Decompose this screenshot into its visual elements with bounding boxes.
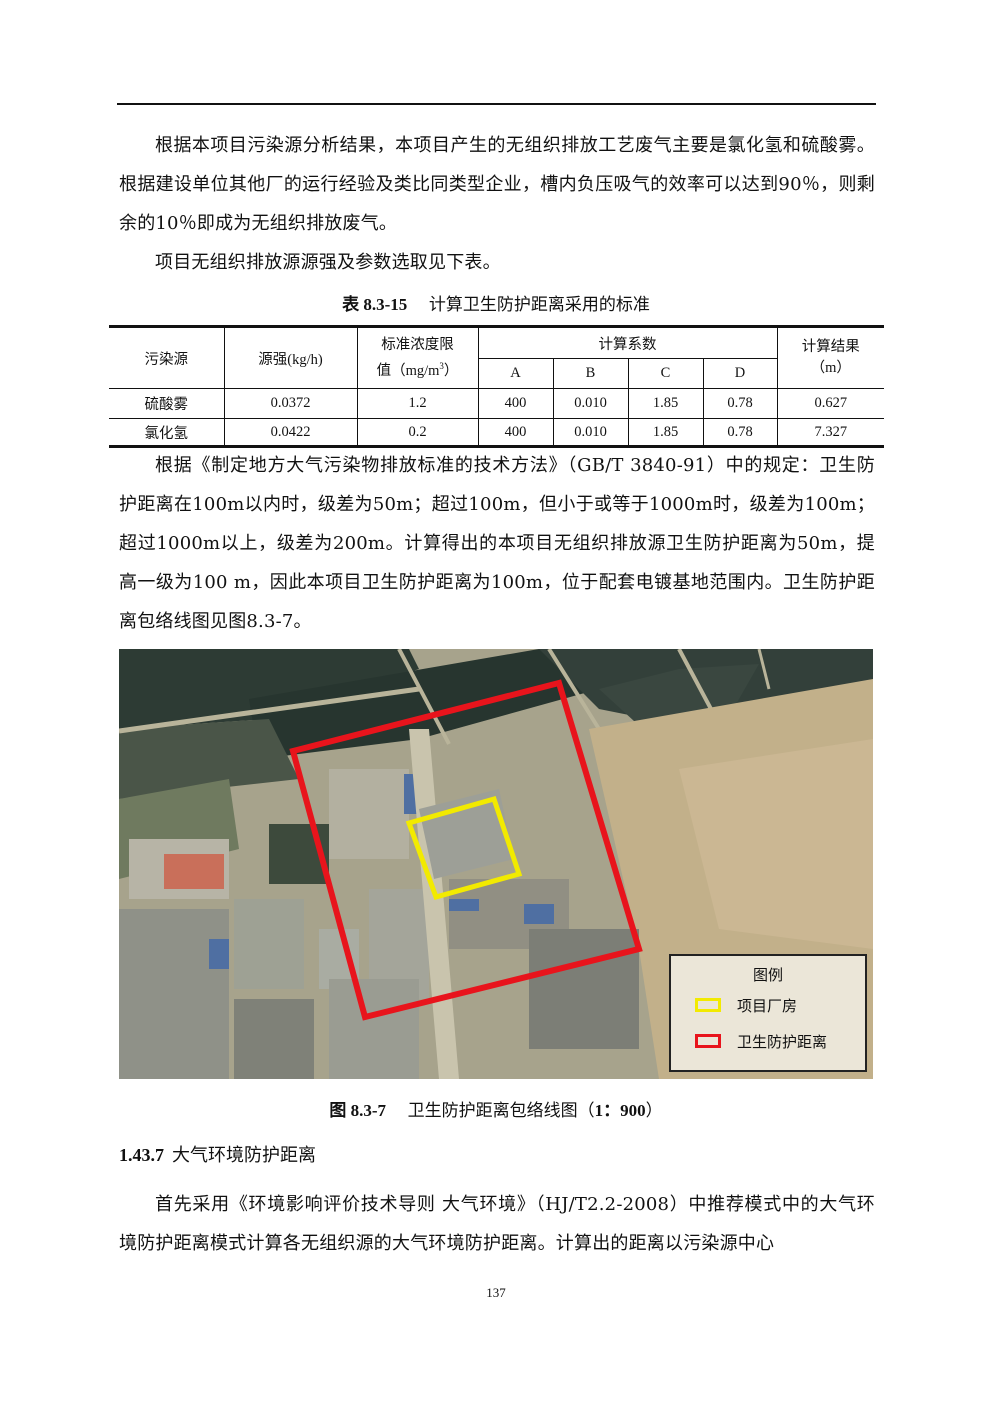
section-title: 大气环境防护距离 <box>172 1145 316 1166</box>
header-coef-d: D <box>702 358 777 389</box>
table-row: 氯化氢 0.0422 0.2 400 0.010 1.85 0.78 7.327 <box>109 418 884 447</box>
legend-swatch-yellow <box>695 998 721 1012</box>
paragraph-atmospheric-method: 首先采用《环境影响评价技术导则 大气环境》（HJ/T2.2-2008）中推荐模式… <box>119 1194 875 1254</box>
legend-item-protection: 卫生防护距离 <box>695 1030 827 1052</box>
cell-d: 0.78 <box>702 388 778 419</box>
header-coef-b: B <box>552 358 629 389</box>
paragraph-table-intro: 项目无组织排放源源强及参数选取见下表。 <box>155 252 501 273</box>
section-heading: 1.43.7 大气环境防护距离 <box>119 1141 316 1167</box>
header-limit-line1: 标准浓度限 <box>381 336 454 353</box>
cell-limit: 1.2 <box>356 388 479 419</box>
header-result: 计算结果 （m） <box>776 326 884 389</box>
cell-source: 硫酸雾 <box>109 388 225 419</box>
figure-caption: 图 8.3-7 卫生防护距离包络线图（1：900） <box>0 1096 992 1121</box>
header-limit-sup: 3 <box>439 360 444 371</box>
table-caption-number: 表 8.3-15 <box>342 295 408 314</box>
page-number: 137 <box>486 1285 506 1300</box>
header-result-line1: 计算结果 <box>801 339 860 355</box>
figure-caption-scale: 1：900 <box>594 1101 646 1120</box>
header-limit-line2: 值（mg/m <box>376 362 440 379</box>
cell-source: 氯化氢 <box>109 418 225 447</box>
header-rule <box>117 103 876 105</box>
cell-c: 1.85 <box>627 418 704 447</box>
cell-limit: 0.2 <box>356 418 479 447</box>
cell-strength: 0.0372 <box>223 388 358 419</box>
header-result-line2: （m） <box>810 360 851 376</box>
legend-item-factory: 项目厂房 <box>695 994 797 1016</box>
cell-b: 0.010 <box>552 418 629 447</box>
header-limit: 标准浓度限 值（mg/m3） <box>356 326 479 389</box>
header-strength: 源强(kg/h) <box>223 326 358 389</box>
header-coef-c: C <box>627 358 704 389</box>
legend-title: 图例 <box>752 966 783 984</box>
satellite-map: 图例 项目厂房 卫生防护距离 <box>119 649 873 1079</box>
legend-label-protection: 卫生防护距离 <box>737 1032 828 1051</box>
paragraph-standard-method: 根据《制定地方大气污染物排放标准的技术方法》（GB/T 3840-91）中的规定… <box>119 455 875 632</box>
legend-swatch-red <box>695 1034 721 1048</box>
legend-label-factory: 项目厂房 <box>737 996 798 1015</box>
figure-caption-number: 图 8.3-7 <box>329 1101 387 1120</box>
cell-result: 0.627 <box>776 388 884 419</box>
cell-c: 1.85 <box>627 388 704 419</box>
cell-a: 400 <box>477 388 554 419</box>
header-coef-a: A <box>478 358 554 389</box>
cell-strength: 0.0422 <box>223 418 358 447</box>
figure-caption-text: 卫生防护距离包络线图（ <box>407 1101 595 1121</box>
map-legend: 图例 项目厂房 卫生防护距离 <box>669 954 867 1072</box>
table-caption-text: 计算卫生防护距离采用的标准 <box>428 295 650 315</box>
header-source: 污染源 <box>109 326 225 389</box>
header-coefficients: 计算系数 <box>477 326 778 359</box>
header-limit-close: ） <box>443 362 459 379</box>
cell-b: 0.010 <box>552 388 629 419</box>
cell-a: 400 <box>477 418 554 447</box>
section-number: 1.43.7 <box>119 1145 164 1165</box>
standards-table: 污染源 源强(kg/h) 标准浓度限 值（mg/m3） 计算系数 计算结果 （m… <box>109 325 884 448</box>
table-row: 硫酸雾 0.0372 1.2 400 0.010 1.85 0.78 0.627 <box>109 388 884 419</box>
cell-result: 7.327 <box>776 418 884 447</box>
cell-d: 0.78 <box>702 418 778 447</box>
figure-caption-close: ） <box>645 1101 663 1121</box>
paragraph-pollution-analysis: 根据本项目污染源分析结果，本项目产生的无组织排放工艺废气主要是氯化氢和硫酸雾。根… <box>119 135 875 234</box>
table-header-row: 污染源 源强(kg/h) 标准浓度限 值（mg/m3） 计算系数 计算结果 （m… <box>109 326 884 389</box>
table-caption: 表 8.3-15 计算卫生防护距离采用的标准 <box>0 290 992 315</box>
